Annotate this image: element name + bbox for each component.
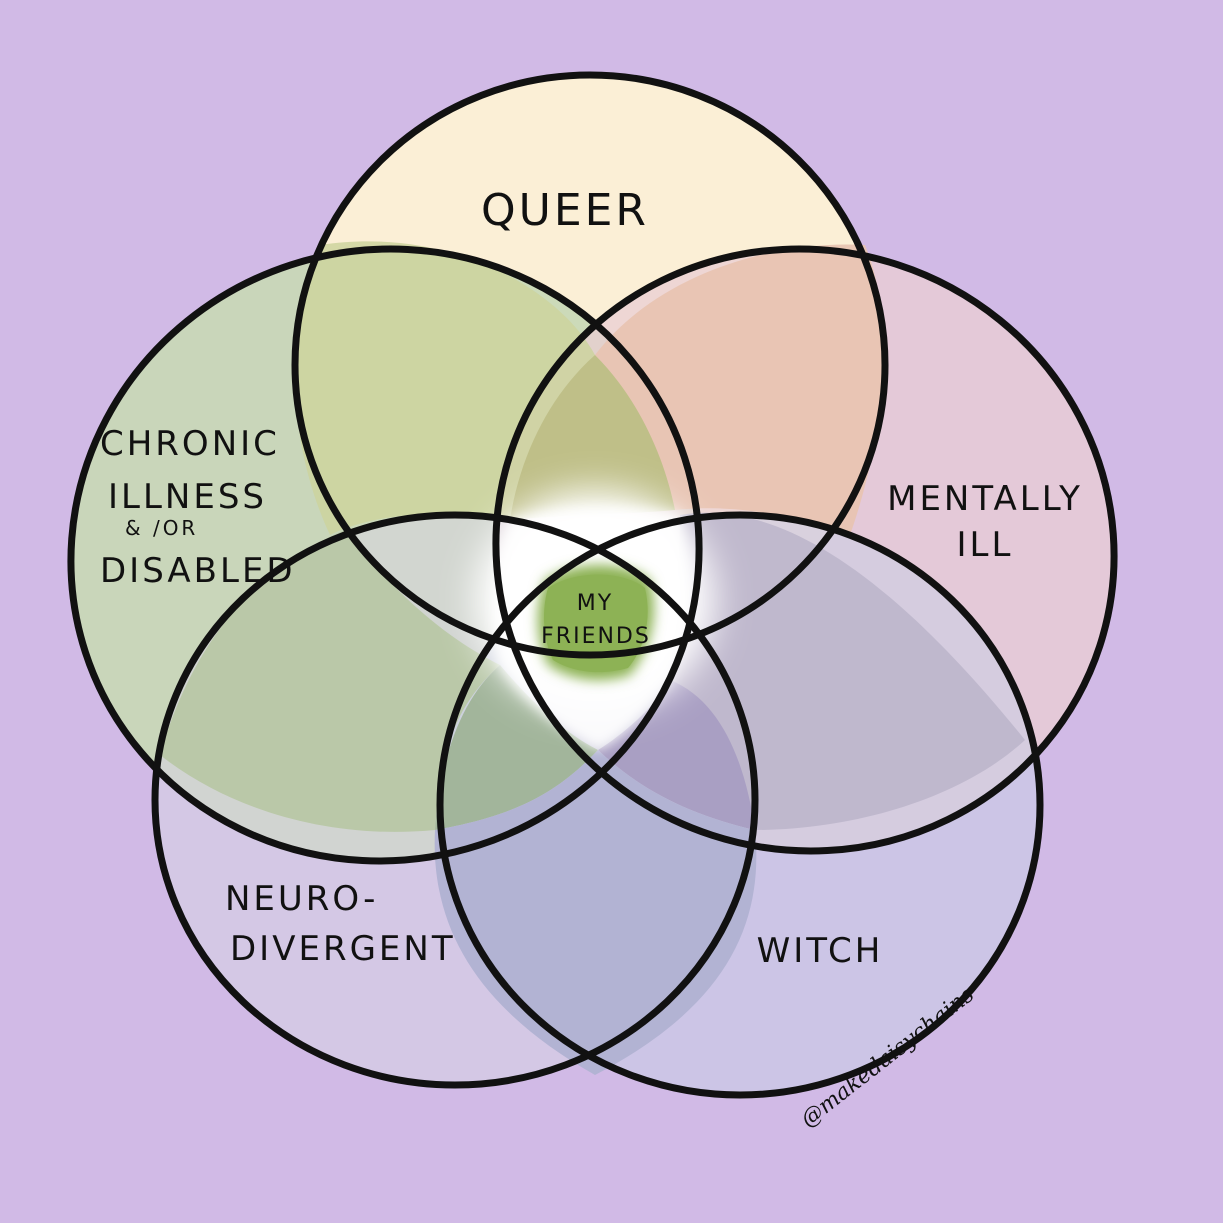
- witch-outline: [436, 511, 1044, 1099]
- queer-outline: [291, 71, 889, 659]
- label-witch: WITCH: [757, 931, 884, 971]
- label-chronic-line1: CHRONIC: [100, 424, 280, 464]
- label-queer: QUEER: [481, 185, 649, 236]
- neurodivergent-outline: [151, 511, 759, 1089]
- label-chronic-line2: ILLNESS: [108, 477, 267, 517]
- label-center-line2: FRIENDS: [541, 624, 651, 649]
- label-center-line1: MY: [577, 591, 613, 616]
- overlap-bottom-center: [435, 665, 598, 830]
- chronic-outline: [67, 245, 703, 865]
- label-neuro-line1: NEURO-: [225, 879, 378, 919]
- overlap-bottom-center-right: [598, 680, 755, 830]
- mentally-ill-outline: [492, 245, 1118, 855]
- overlap-left-lower: [160, 530, 500, 832]
- overlap-queer-mentally: [595, 244, 884, 535]
- label-mentally-line2: ILL: [957, 525, 1014, 565]
- label-chronic-line3: & /OR: [125, 516, 198, 540]
- overlap-top-center: [510, 355, 675, 520]
- overlap-queer-chronic: [294, 241, 595, 535]
- label-neuro-line2: DIVERGENT: [230, 929, 456, 969]
- label-chronic-line4: DISABLED: [100, 551, 296, 591]
- overlap-right-lower: [670, 512, 1025, 830]
- label-mentally-line1: MENTALLY: [887, 479, 1083, 519]
